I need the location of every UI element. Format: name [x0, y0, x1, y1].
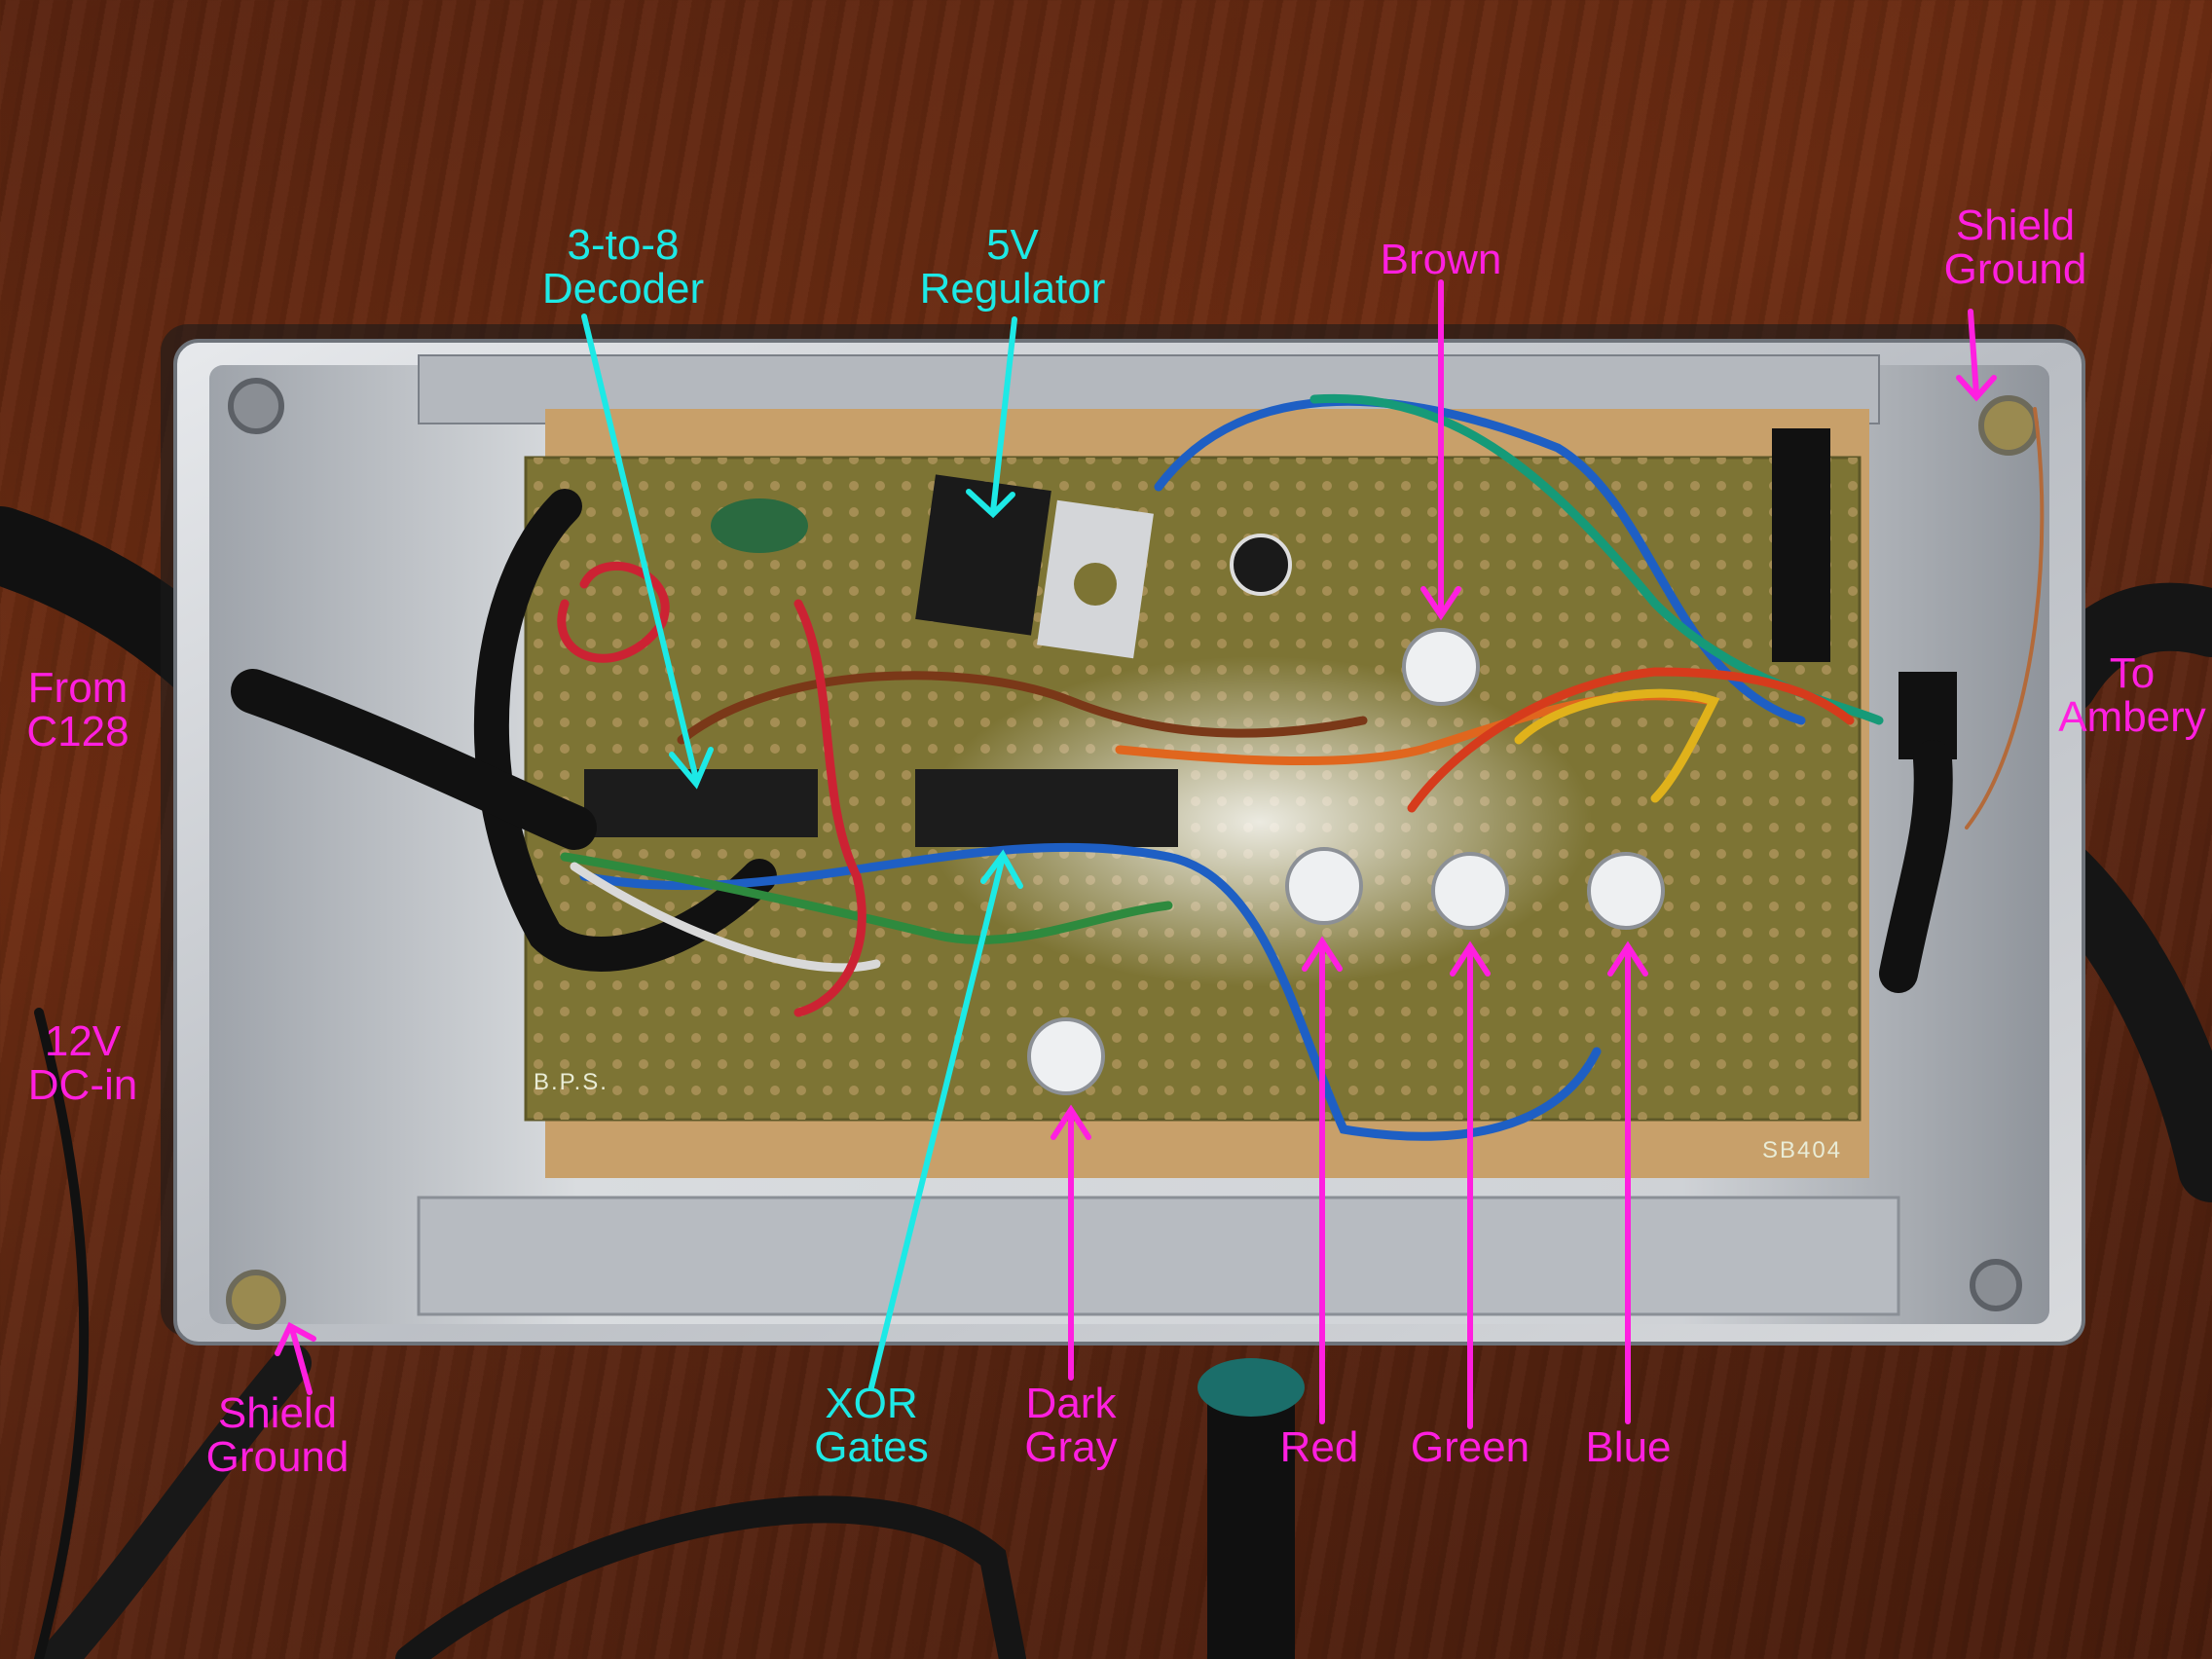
regulator-body — [915, 474, 1051, 636]
decoder-pointer — [581, 313, 699, 782]
regulator-pointer — [990, 316, 1017, 514]
trim-pot-brown — [1402, 628, 1480, 706]
xor-chip — [915, 769, 1178, 847]
label-shield-ground-top: Shield Ground — [1908, 202, 2122, 293]
label-brown: Brown — [1344, 236, 1538, 283]
label-green: Green — [1392, 1423, 1548, 1471]
label-dark-gray: Dark Gray — [993, 1382, 1149, 1470]
wiring — [231, 393, 2045, 1141]
trim-pot-dark-gray — [1027, 1017, 1105, 1095]
label-line: Ground — [205, 1432, 350, 1481]
label-line: DC-in — [27, 1060, 138, 1109]
label-line: XOR — [825, 1380, 918, 1427]
label-line: From — [27, 664, 129, 712]
label-shield-ground-bottom: Shield Ground — [180, 1389, 375, 1481]
shield-top-pointer — [1968, 309, 1979, 397]
dark-gray-arrowhead — [1051, 1104, 1091, 1140]
label-line: Shield — [1955, 202, 2076, 249]
screw-bottom-right — [1970, 1259, 2022, 1311]
annotation-pointers — [275, 279, 1997, 1429]
screw-top-right — [1978, 395, 2039, 456]
trim-pot-red — [1285, 847, 1363, 925]
decoder-arrowhead — [669, 747, 714, 790]
label-line: Gates — [814, 1422, 929, 1471]
label-line: 3-to-8 — [567, 221, 680, 269]
label-line: Ambery — [2058, 692, 2206, 741]
shield-bottom-arrowhead — [275, 1321, 316, 1356]
label-line: 5V — [986, 221, 1039, 269]
board-maker-marking: B.P.S. — [534, 1069, 608, 1095]
shield-top-arrowhead — [1956, 375, 1997, 402]
screw-bottom-left — [226, 1270, 286, 1330]
label-line: To — [2109, 649, 2156, 697]
red-arrowhead — [1302, 936, 1343, 972]
label-line: Dark — [1025, 1380, 1117, 1427]
label-line: Brown — [1380, 236, 1502, 283]
label-line: Shield — [217, 1389, 338, 1437]
label-line: Blue — [1585, 1423, 1672, 1471]
label-to-ambery: To Ambery — [2035, 649, 2212, 741]
decoder-chip — [584, 769, 818, 837]
shield-bottom-pointer — [289, 1326, 313, 1395]
screw-top-left — [228, 378, 284, 434]
label-line: Red — [1279, 1423, 1359, 1471]
trim-pot-blue — [1587, 852, 1665, 930]
connector-top-right — [1772, 428, 1830, 662]
capacitor — [1230, 534, 1292, 596]
board-model-marking: SB404 — [1762, 1137, 1843, 1163]
blue-arrowhead — [1607, 940, 1648, 977]
label-xor-gates: XOR Gates — [779, 1382, 964, 1470]
label-line: C128 — [26, 707, 129, 756]
label-line: Green — [1410, 1423, 1530, 1471]
label-line: Regulator — [919, 264, 1106, 313]
label-12v-dc-in: 12V DC-in — [10, 1017, 156, 1109]
label-blue: Blue — [1558, 1423, 1699, 1471]
label-line: Gray — [1024, 1422, 1118, 1471]
label-red: Red — [1256, 1423, 1382, 1471]
xor-arrowhead — [980, 849, 1023, 889]
label-regulator: 5V Regulator — [896, 221, 1129, 313]
label-line: 12V — [44, 1017, 122, 1065]
label-line: Decoder — [541, 264, 705, 313]
label-decoder: 3-to-8 Decoder — [506, 221, 740, 313]
trim-pot-green — [1431, 852, 1509, 930]
label-from-c128: From C128 — [5, 664, 151, 756]
brown-arrowhead — [1420, 586, 1461, 621]
xor-pointer — [868, 854, 1006, 1390]
green-arrowhead — [1450, 940, 1491, 977]
green-capacitor — [711, 498, 808, 553]
label-line: Ground — [1943, 244, 2087, 293]
regulator-arrowhead — [966, 489, 1015, 519]
